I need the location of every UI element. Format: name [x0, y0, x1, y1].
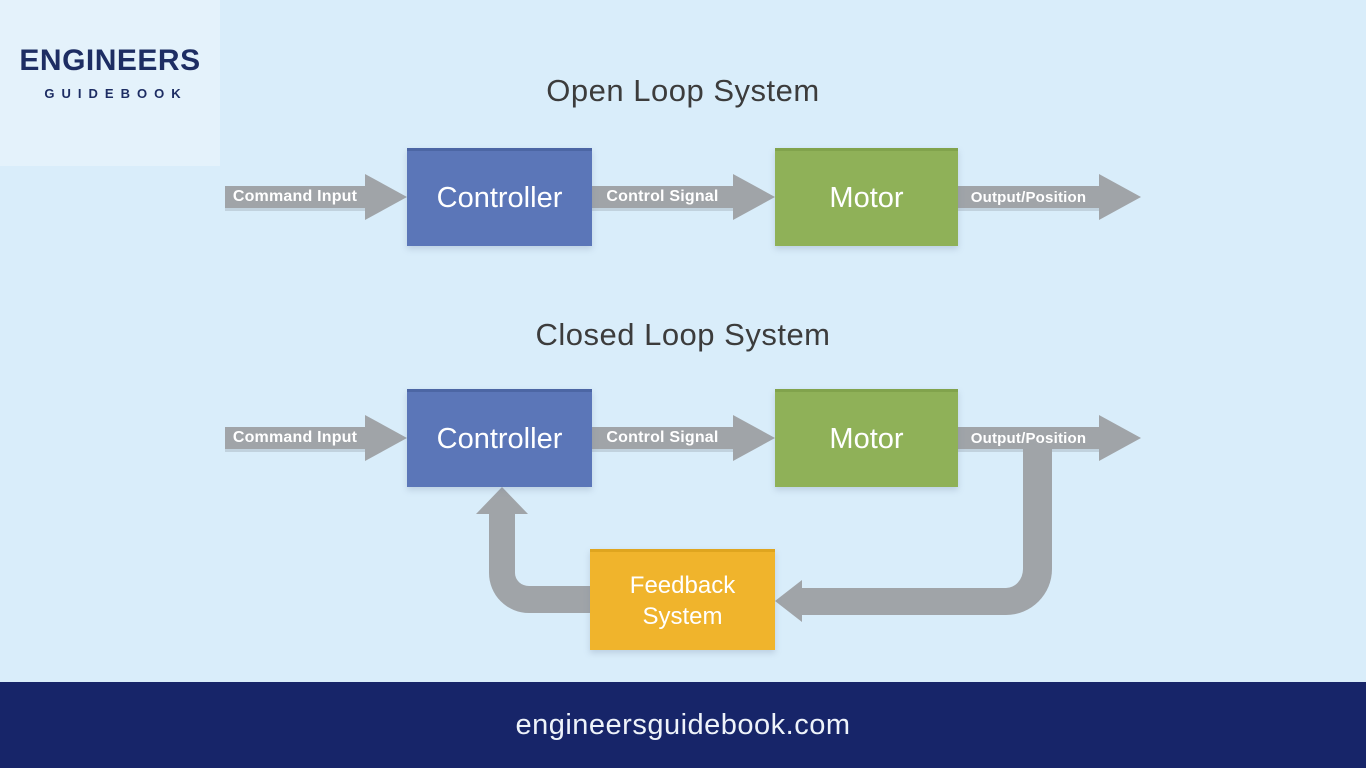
arrow-right-icon [365, 415, 407, 461]
logo-guidebook-text: GUIDEBOOK [44, 86, 188, 101]
controller-label: Controller [436, 182, 563, 214]
command-input-label: Command Input [232, 188, 358, 205]
closed-loop-controller-block: Controller [407, 389, 592, 487]
arrow-right-icon [733, 415, 775, 461]
closed-loop-control-signal-arrow: Control Signal [592, 415, 775, 461]
feedback-label-line1: Feedback [629, 571, 736, 599]
arrow-up-icon [476, 487, 528, 514]
arrow-right-icon [1099, 174, 1141, 220]
logo-panel: ENGINEERS GUIDEBOOK [0, 0, 220, 166]
control-signal-label: Control Signal [606, 188, 719, 205]
open-loop-motor-block: Motor [775, 148, 958, 246]
motor-label: Motor [829, 423, 904, 455]
output-position-label: Output/Position [970, 188, 1087, 206]
logo-engineers-text: ENGINEERS [19, 44, 201, 77]
feedback-label-line2: System [642, 603, 723, 630]
open-loop-control-signal-arrow: Control Signal [592, 174, 775, 220]
arrow-shaft: Output/Position [958, 427, 1099, 449]
footer-bar: engineersguidebook.com [0, 682, 1366, 768]
arrow-right-icon [365, 174, 407, 220]
feedback-pipe-left-elbow [489, 514, 590, 613]
control-signal-label: Control Signal [606, 429, 719, 446]
arrow-right-icon [733, 174, 775, 220]
output-position-label: Output/Position [970, 429, 1087, 447]
arrow-shaft: Command Input [225, 427, 365, 449]
command-input-label: Command Input [232, 429, 358, 446]
open-loop-command-input-arrow: Command Input [225, 174, 407, 220]
closed-loop-title: Closed Loop System [535, 317, 831, 352]
open-loop-output-arrow: Output/Position [958, 174, 1141, 220]
feedback-system-block: Feedback System [590, 549, 775, 650]
footer-url-text: engineersguidebook.com [515, 708, 851, 741]
controller-label: Controller [436, 423, 563, 455]
closed-loop-output-arrow: Output/Position [958, 415, 1141, 461]
arrow-shaft: Control Signal [592, 186, 733, 208]
arrow-left-icon [775, 580, 802, 622]
arrow-shaft: Output/Position [958, 186, 1099, 208]
arrow-right-icon [1099, 415, 1141, 461]
closed-loop-motor-block: Motor [775, 389, 958, 487]
closed-loop-command-input-arrow: Command Input [225, 415, 407, 461]
open-loop-controller-block: Controller [407, 148, 592, 246]
arrow-shaft: Command Input [225, 186, 365, 208]
arrow-shaft: Control Signal [592, 427, 733, 449]
motor-label: Motor [829, 182, 904, 214]
feedback-pipe-right-elbow [801, 449, 1052, 615]
open-loop-title: Open Loop System [546, 73, 820, 108]
